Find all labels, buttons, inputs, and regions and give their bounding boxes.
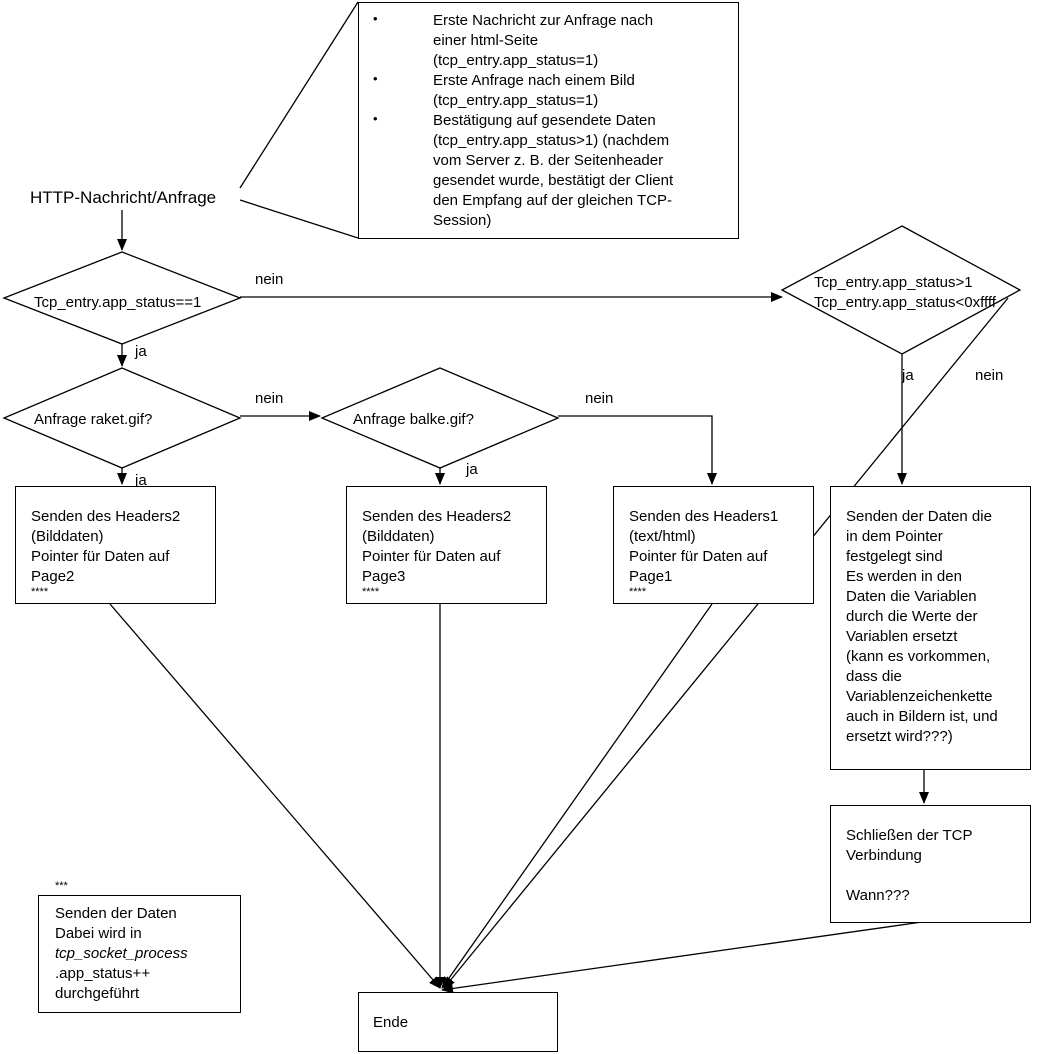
footnote-line: durchgeführt xyxy=(55,985,140,1002)
box-line: durch die Werte der xyxy=(846,608,978,625)
box-line: ersetzt wird???) xyxy=(846,728,953,745)
box-line: Page3 xyxy=(362,568,406,585)
process-header1-page1: Senden des Headers1 (text/html) Pointer … xyxy=(613,486,814,604)
box-line: Variablenzeichenkette xyxy=(846,688,993,705)
decision-balke-label: Anfrage balke.gif? xyxy=(353,411,474,428)
box-line: dass die xyxy=(846,668,902,685)
edge-page2-to-ende xyxy=(109,603,441,989)
callout-line-bottom xyxy=(239,199,359,239)
end-box: Ende xyxy=(358,992,558,1052)
label-nein-balke: nein xyxy=(585,390,614,407)
note-line: (tcp_entry.app_status=1) xyxy=(433,92,599,109)
box-line: (Bilddaten) xyxy=(362,528,435,545)
edge-close-to-ende xyxy=(441,921,923,994)
edge-range-nein xyxy=(443,297,1009,989)
footnote-line: Dabei wird in xyxy=(55,925,142,942)
label-nein-top: nein xyxy=(255,271,284,288)
edge-balke-nein xyxy=(558,415,717,485)
box-line: Daten die Variablen xyxy=(846,588,977,605)
note-line: (tcp_entry.app_status>1) (nachdem xyxy=(433,132,670,149)
note-line: gesendet wurde, bestätigt der Client xyxy=(433,172,674,189)
box-line: festgelegt sind xyxy=(846,548,943,565)
label-ja-balke: ja xyxy=(466,461,478,478)
box-line: (kann es vorkommen, xyxy=(846,648,991,665)
footnote-box: Senden der Daten Dabei wird in tcp_socke… xyxy=(38,895,241,1013)
box-line: Wann??? xyxy=(846,887,910,904)
note-line: Erste Nachricht zur Anfrage nach xyxy=(433,12,654,29)
box-line: Es werden in den xyxy=(846,568,962,585)
note-line: Session) xyxy=(433,212,492,229)
decision-status-range-line2: Tcp_entry.app_status<0xffff xyxy=(814,294,996,311)
bullet-icon: • xyxy=(373,111,378,126)
box-line: Pointer für Daten auf xyxy=(31,548,170,565)
box-line: (Bilddaten) xyxy=(31,528,104,545)
footnote-marker: *** xyxy=(55,880,68,892)
box-line: in dem Pointer xyxy=(846,528,943,545)
box-line: Verbindung xyxy=(846,847,922,864)
box-line: Pointer für Daten auf xyxy=(362,548,501,565)
box-line: Senden des Headers1 xyxy=(629,508,779,525)
process-header2-page3: Senden des Headers2 (Bilddaten) Pointer … xyxy=(346,486,547,604)
box-line: Page2 xyxy=(31,568,75,585)
note-line: einer html-Seite xyxy=(433,32,539,49)
label-nein-raket: nein xyxy=(255,390,284,407)
box-line: auch in Bildern ist, und xyxy=(846,708,998,725)
bullet-icon: • xyxy=(373,71,378,86)
note-line: vom Server z. B. der Seitenheader xyxy=(433,152,664,169)
decision-status-eq1-label: Tcp_entry.app_status==1 xyxy=(34,294,202,311)
label-nein-range: nein xyxy=(975,367,1004,384)
note-line: Erste Anfrage nach einem Bild xyxy=(433,72,635,89)
box-line: Variablen ersetzt xyxy=(846,628,958,645)
edge-page1-to-ende xyxy=(441,603,713,989)
box-line: Pointer für Daten auf xyxy=(629,548,768,565)
box-line: Senden des Headers2 xyxy=(31,508,181,525)
label-ja-1: ja xyxy=(135,343,147,360)
label-ja-range: ja xyxy=(902,367,914,384)
process-close-tcp: Schließen der TCP Verbindung Wann??? xyxy=(830,805,1031,923)
footnote-line: .app_status++ xyxy=(55,965,151,982)
box-line: Page1 xyxy=(629,568,673,585)
process-header2-page2: Senden des Headers2 (Bilddaten) Pointer … xyxy=(15,486,216,604)
box-line: Senden des Headers2 xyxy=(362,508,512,525)
note-line: (tcp_entry.app_status=1) xyxy=(433,52,599,69)
note-line: Bestätigung auf gesendete Daten xyxy=(433,112,656,129)
decision-status-range-line1: Tcp_entry.app_status>1 xyxy=(814,274,973,291)
bullet-icon: • xyxy=(373,11,378,26)
footnote-line: Senden der Daten xyxy=(55,905,177,922)
box-line: **** xyxy=(31,586,49,598)
decision-raket-label: Anfrage raket.gif? xyxy=(34,411,153,428)
box-line: Schließen der TCP xyxy=(846,827,973,844)
process-send-data: Senden der Daten die in dem Pointer fest… xyxy=(830,486,1031,770)
box-line xyxy=(846,866,1030,886)
note-line: den Empfang auf der gleichen TCP- xyxy=(433,192,673,209)
box-line: Senden der Daten die xyxy=(846,508,992,525)
end-label: Ende xyxy=(373,1014,409,1031)
footnote-italic: tcp_socket_process xyxy=(55,945,188,962)
callout-line-top xyxy=(239,1,359,189)
box-line: (text/html) xyxy=(629,528,696,545)
start-label: HTTP-Nachricht/Anfrage xyxy=(30,188,217,207)
label-ja-raket: ja xyxy=(135,472,147,489)
box-line: **** xyxy=(629,586,647,598)
note-box: • Erste Nachricht zur Anfrage nach einer… xyxy=(358,2,739,239)
box-line: **** xyxy=(362,586,380,598)
